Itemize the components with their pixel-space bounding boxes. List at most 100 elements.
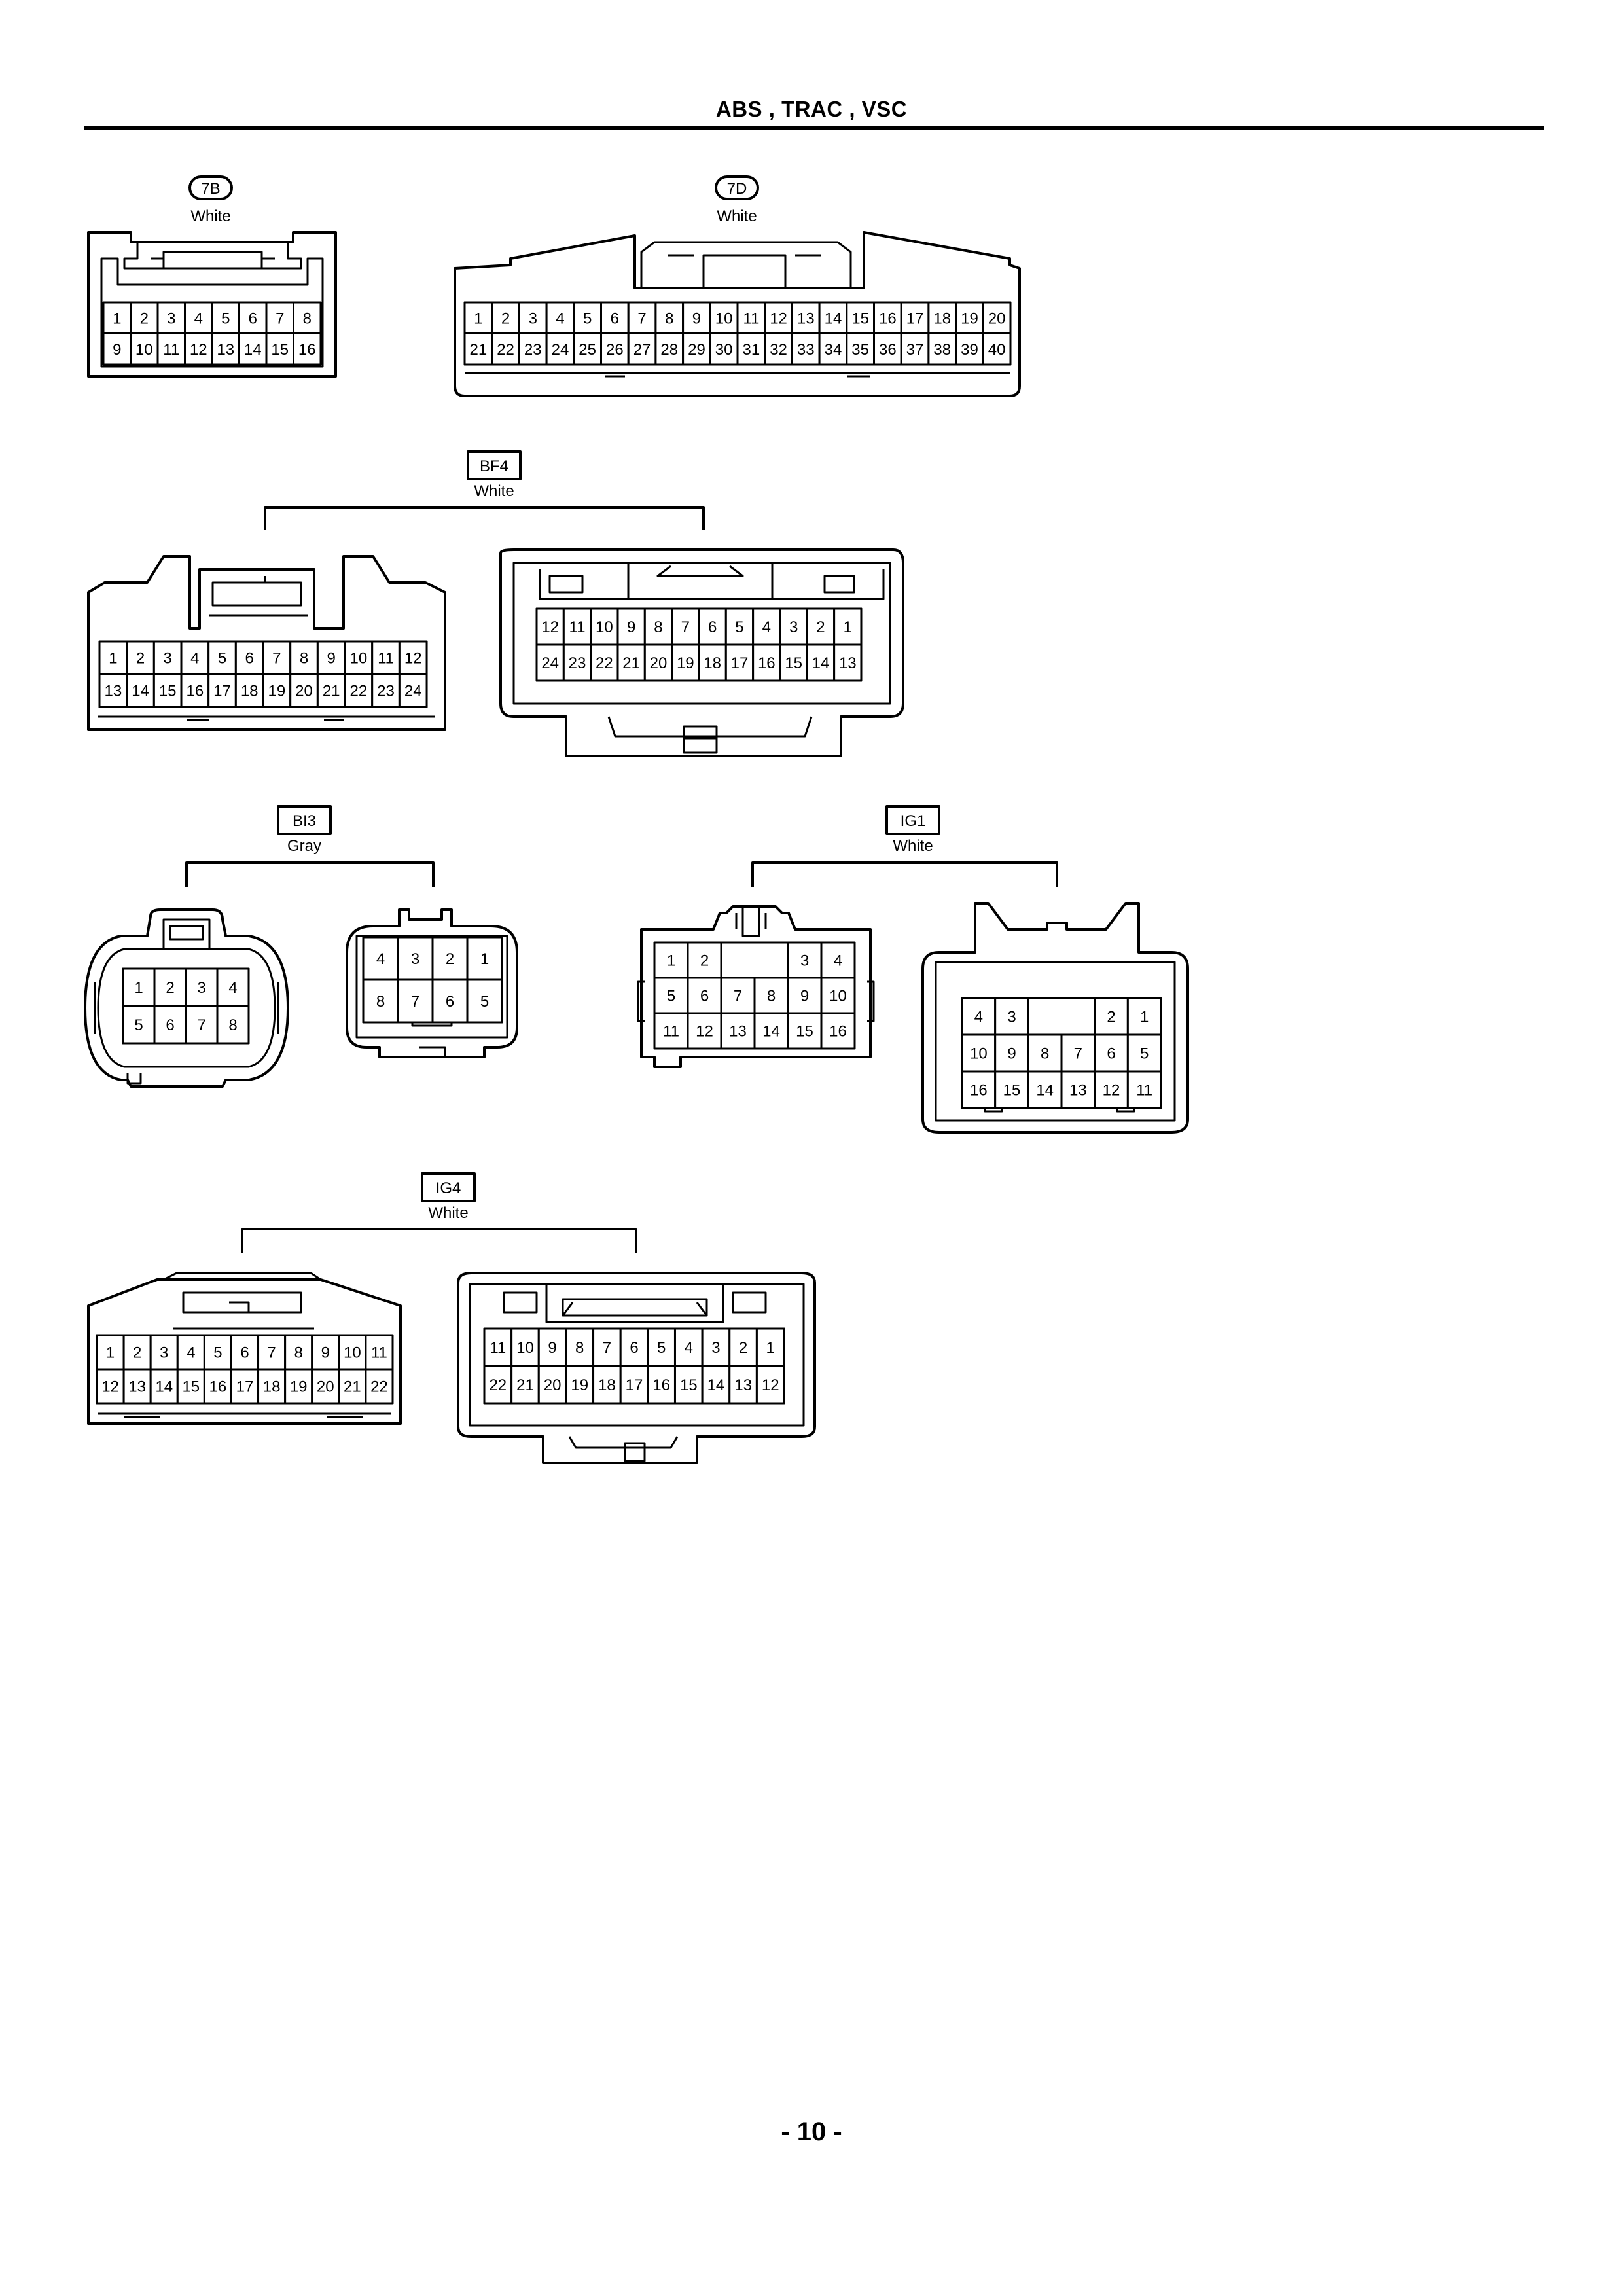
pin-number: 15: [680, 1376, 698, 1394]
pin-number: 11: [371, 1344, 387, 1362]
pin-cavity: [820, 1012, 856, 1050]
pin-cavity: [806, 643, 836, 682]
pin-cavity: [654, 332, 685, 366]
pin-number: 22: [350, 683, 368, 700]
pin-number: 23: [377, 683, 395, 700]
pin-number: 11: [569, 619, 586, 636]
pin-cavity: [982, 301, 1012, 334]
pin-cavity: [293, 301, 322, 334]
pin-cavity: [365, 1368, 394, 1405]
pin-cavity: [753, 1012, 789, 1050]
pin-number: 7: [276, 310, 284, 327]
pin-number: 12: [1103, 1082, 1120, 1100]
pin-cavity: [1126, 1033, 1162, 1073]
pin-number: 2: [140, 310, 149, 327]
pin-number: 2: [501, 310, 510, 327]
pin-number: 23: [569, 655, 586, 672]
pin-number: 19: [571, 1376, 588, 1394]
pin-cavity: [873, 301, 902, 334]
pin-number: 10: [829, 988, 847, 1005]
male-bottom-ig4: [98, 1412, 391, 1418]
pin-number: 8: [303, 310, 312, 327]
pin-number: 25: [579, 341, 596, 359]
pin-number: 6: [166, 1016, 174, 1034]
housing-7b: [87, 231, 337, 378]
pin-cavity: [752, 607, 781, 646]
pin-number: 1: [667, 952, 675, 970]
pin-cavity: [284, 1334, 313, 1371]
pair-bracket-bi3: [185, 861, 435, 887]
pin-number: 8: [767, 988, 776, 1005]
pin-cavity: [720, 1012, 756, 1050]
pin-number: 3: [411, 950, 419, 968]
pin-number: 27: [633, 341, 651, 359]
pin-number: 8: [228, 1016, 237, 1034]
code-label-bi3: BI3: [293, 812, 316, 830]
pin-number: 11: [163, 341, 179, 359]
male-latch-bi3: [162, 918, 211, 950]
pin-number: 1: [844, 619, 852, 636]
female-inner-bi3: [355, 935, 508, 1057]
pin-cavity: [234, 673, 264, 708]
pin-number: 16: [829, 1023, 847, 1041]
pin-cavity: [833, 643, 863, 682]
pin-cavity: [955, 332, 984, 366]
pin-number: 1: [480, 950, 489, 968]
female-bottom-ig4: [568, 1436, 679, 1462]
pin-cavity: [806, 607, 836, 646]
pin-cavity: [102, 301, 132, 334]
pin-number: 14: [707, 1376, 725, 1394]
pin-number: 4: [187, 1344, 195, 1362]
pin-number: 32: [770, 341, 787, 359]
pin-cavity: [230, 1334, 260, 1371]
pin-cavity: [961, 997, 997, 1036]
pin-number: 6: [245, 650, 254, 668]
pin-number: 4: [834, 952, 842, 970]
pin-number: 19: [677, 655, 694, 672]
pin-number: 15: [159, 683, 177, 700]
pin-number: 35: [851, 341, 869, 359]
pin-cavity: [673, 1365, 704, 1405]
color-label-bf4: White: [474, 482, 514, 500]
pin-number: 12: [190, 341, 207, 359]
male-latch-ig4: [163, 1272, 321, 1330]
pin-number: 9: [321, 1344, 330, 1362]
pin-cavity: [211, 332, 240, 366]
pin-number: 31: [742, 341, 760, 359]
pin-number: 20: [317, 1378, 334, 1396]
pin-number: 3: [160, 1344, 168, 1362]
pin-number: 10: [344, 1344, 361, 1362]
pin-number: 6: [630, 1339, 638, 1357]
pin-number: 23: [524, 341, 542, 359]
pin-cavity: [537, 1327, 567, 1367]
pin-cavity: [397, 978, 434, 1024]
pin-number: 20: [295, 683, 313, 700]
pin-number: 12: [770, 310, 787, 327]
pin-number: 2: [816, 619, 825, 636]
pin-cavity: [238, 332, 268, 366]
code-label-7b: 7B: [201, 180, 220, 198]
pin-number: 9: [800, 988, 809, 1005]
pin-number: 16: [186, 683, 204, 700]
pin-number: 3: [163, 650, 171, 668]
pin-number: 17: [731, 655, 749, 672]
pin-cavity: [818, 301, 848, 334]
pin-cavity: [846, 301, 876, 334]
color-label-ig4: White: [428, 1204, 468, 1222]
pin-number: 6: [611, 310, 619, 327]
pin-number: 8: [294, 1344, 302, 1362]
pin-cavity: [293, 332, 322, 366]
pin-number: 7: [267, 1344, 276, 1362]
pin-number: 26: [606, 341, 624, 359]
pin-number: 5: [213, 1344, 222, 1362]
pin-cavity: [262, 640, 292, 675]
pin-number: 16: [758, 655, 776, 672]
pin-number: 4: [762, 619, 771, 636]
pin-number: 14: [244, 341, 262, 359]
pin-number: 4: [556, 310, 564, 327]
pin-cavity: [344, 640, 374, 675]
pin-number: 3: [800, 952, 809, 970]
pin-cavity: [257, 1334, 287, 1371]
code-label-ig4: IG4: [436, 1179, 461, 1197]
pin-number: 24: [404, 683, 422, 700]
